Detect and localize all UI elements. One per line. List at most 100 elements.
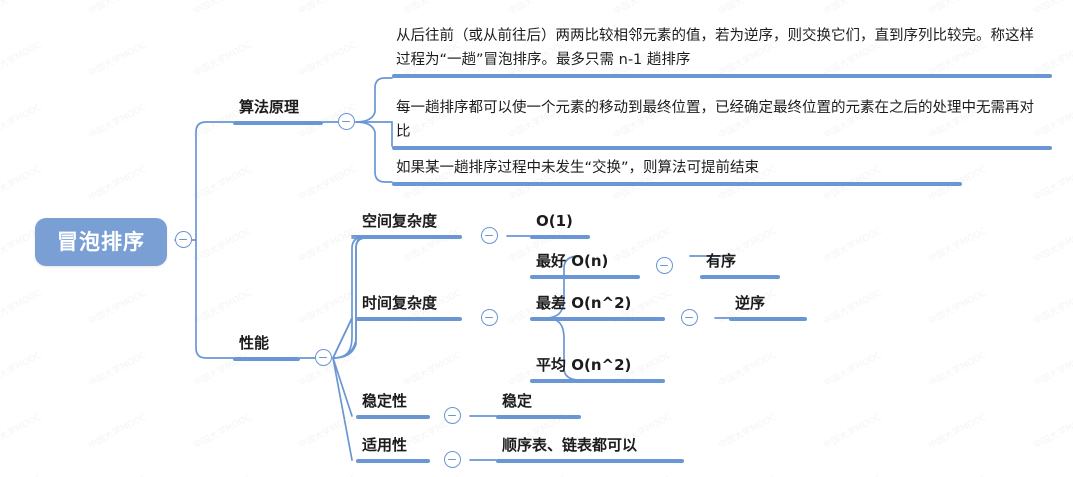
leaf-label-time-best-cond: 有序 [706, 252, 737, 270]
time-complexity-collapse-minus-icon[interactable] [481, 309, 498, 326]
node-space-complexity[interactable]: 空间复杂度 [356, 211, 462, 239]
root-node[interactable]: 冒泡排序 [35, 218, 167, 266]
label-applicability: 适用性 [362, 436, 408, 454]
watermark-text: 中国大学MOOC [716, 0, 778, 17]
watermark-text: 中国大学MOOC [86, 410, 148, 451]
watermark-text: 中国大学MOOC [611, 0, 673, 17]
branch-node-performance[interactable]: 性能 [233, 333, 300, 361]
label-space-complexity: 空间复杂度 [362, 212, 438, 230]
node-underline-bar [356, 459, 430, 463]
node-underline-bar [530, 235, 590, 239]
watermark-text: 中国大学MOOC [1031, 224, 1073, 265]
node-underline-bar [356, 415, 430, 419]
node-applicability[interactable]: 适用性 [356, 435, 430, 463]
leaf-node-principle-3[interactable]: 如果某一趟排序过程中未发生“交换”，则算法可提前结束 [392, 156, 962, 186]
watermark-text: 中国大学MOOC [191, 0, 253, 17]
watermark-text: 中国大学MOOC [191, 472, 253, 477]
watermark-text: 中国大学MOOC [926, 410, 988, 451]
leaf-node-applicability-value[interactable]: 顺序表、链表都可以 [496, 435, 684, 463]
node-underline-bar [496, 459, 684, 463]
node-time-worst[interactable]: 最差 O(n^2) [530, 293, 665, 321]
leaf-node-stability-value[interactable]: 稳定 [496, 391, 581, 419]
watermark-text: 中国大学MOOC [1031, 162, 1073, 203]
branch-node-principle[interactable]: 算法原理 [233, 97, 323, 125]
watermark-text: 中国大学MOOC [0, 0, 44, 17]
watermark-text: 中国大学MOOC [86, 286, 148, 327]
watermark-text: 中国大学MOOC [1031, 348, 1073, 389]
watermark-text: 中国大学MOOC [821, 410, 883, 451]
branch-label-principle: 算法原理 [239, 98, 300, 116]
label-stability: 稳定性 [362, 392, 408, 410]
watermark-text: 中国大学MOOC [296, 38, 358, 79]
node-underline-bar [233, 121, 323, 125]
watermark-text: 中国大学MOOC [191, 286, 253, 327]
watermark-text: 中国大学MOOC [191, 38, 253, 79]
watermark-text: 中国大学MOOC [0, 472, 44, 477]
watermark-text: 中国大学MOOC [296, 286, 358, 327]
leaf-node-time-worst-cond[interactable]: 逆序 [729, 293, 807, 321]
label-time-worst: 最差 O(n^2) [536, 294, 632, 312]
watermark-text: 中国大学MOOC [296, 224, 358, 265]
leaf-label-principle-1: 从后往前（或从前往后）两两比较相邻元素的值，若为逆序，则交换它们，直到序列比较完… [396, 28, 1034, 68]
performance-collapse-minus-icon[interactable] [315, 349, 332, 366]
principle-collapse-minus-icon[interactable] [338, 113, 355, 130]
watermark-text: 中国大学MOOC [191, 410, 253, 451]
watermark-text: 中国大学MOOC [926, 348, 988, 389]
node-underline-bar [233, 357, 300, 361]
watermark-text: 中国大学MOOC [86, 100, 148, 141]
watermark-text: 中国大学MOOC [926, 0, 988, 17]
watermark-text: 中国大学MOOC [86, 348, 148, 389]
node-underline-bar [530, 275, 640, 279]
watermark-text: 中国大学MOOC [611, 472, 673, 477]
watermark-text: 中国大学MOOC [926, 472, 988, 477]
leaf-node-principle-2[interactable]: 每一趟排序都可以使一个元素的移动到最终位置，已经确定最终位置的元素在之后的处理中… [392, 96, 1052, 150]
watermark-text: 中国大学MOOC [86, 38, 148, 79]
watermark-text: 中国大学MOOC [86, 472, 148, 477]
time-worst-collapse-minus-icon[interactable] [681, 309, 698, 326]
watermark-text: 中国大学MOOC [296, 472, 358, 477]
applicability-collapse-minus-icon[interactable] [444, 451, 461, 468]
node-time-best[interactable]: 最好 O(n) [530, 251, 640, 279]
node-underline-bar [729, 317, 807, 321]
watermark-text: 中国大学MOOC [716, 348, 778, 389]
node-underline-bar [392, 182, 962, 186]
leaf-label-principle-2: 每一趟排序都可以使一个元素的移动到最终位置，已经确定最终位置的元素在之后的处理中… [396, 100, 1034, 140]
node-time-complexity[interactable]: 时间复杂度 [356, 293, 462, 321]
leaf-label-principle-3: 如果某一趟排序过程中未发生“交换”，则算法可提前结束 [396, 160, 760, 176]
watermark-text: 中国大学MOOC [1031, 286, 1073, 327]
watermark-text: 中国大学MOOC [296, 410, 358, 451]
node-underline-bar [496, 415, 581, 419]
leaf-node-space-value[interactable]: O(1) [530, 211, 590, 239]
node-underline-bar [392, 146, 1052, 150]
leaf-node-time-best-cond[interactable]: 有序 [700, 251, 780, 279]
node-underline-bar [700, 275, 780, 279]
branch-label-performance: 性能 [239, 334, 270, 352]
node-underline-bar [392, 74, 1052, 78]
watermark-text: 中国大学MOOC [296, 162, 358, 203]
watermark-text: 中国大学MOOC [821, 224, 883, 265]
watermark-text: 中国大学MOOC [1031, 472, 1073, 477]
stability-collapse-minus-icon[interactable] [444, 407, 461, 424]
leaf-label-applicability-value: 顺序表、链表都可以 [502, 436, 638, 454]
time-best-collapse-minus-icon[interactable] [656, 257, 673, 274]
watermark-text: 中国大学MOOC [0, 162, 44, 203]
watermark-text: 中国大学MOOC [506, 472, 568, 477]
watermark-text: 中国大学MOOC [0, 286, 44, 327]
watermark-text: 中国大学MOOC [821, 348, 883, 389]
watermark-text: 中国大学MOOC [296, 0, 358, 17]
label-time-best: 最好 O(n) [536, 252, 609, 270]
space-complexity-collapse-minus-icon[interactable] [481, 227, 498, 244]
leaf-node-time-average[interactable]: 平均 O(n^2) [530, 355, 665, 383]
leaf-node-principle-1[interactable]: 从后往前（或从前往后）两两比较相邻元素的值，若为逆序，则交换它们，直到序列比较完… [392, 24, 1052, 78]
watermark-text: 中国大学MOOC [401, 472, 463, 477]
watermark-text: 中国大学MOOC [1031, 0, 1073, 17]
node-underline-bar [530, 379, 665, 383]
watermark-text: 中国大学MOOC [401, 0, 463, 17]
watermark-text: 中国大学MOOC [821, 286, 883, 327]
root-collapse-minus-icon[interactable] [175, 231, 192, 248]
watermark-text: 中国大学MOOC [191, 162, 253, 203]
label-time-complexity: 时间复杂度 [362, 294, 438, 312]
node-stability[interactable]: 稳定性 [356, 391, 430, 419]
leaf-label-space-value: O(1) [536, 212, 573, 230]
